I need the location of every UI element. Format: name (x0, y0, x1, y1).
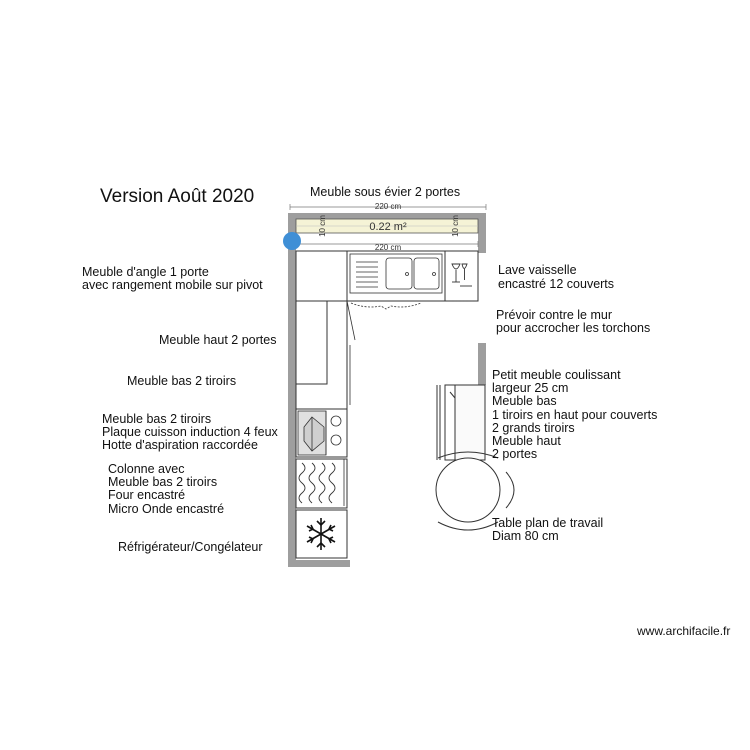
dim-left-thickness: 10 cm (318, 215, 327, 237)
page-title: Version Août 2020 (100, 186, 255, 207)
chair-right (505, 471, 515, 509)
label-dishwasher-2: encastré 12 couverts (498, 277, 615, 291)
sink-icon (349, 253, 443, 294)
label-column-2: Meuble bas 2 tiroirs (108, 475, 218, 489)
wall-right-stub (478, 343, 486, 385)
label-sliding-4: 1 tiroirs en haut pour couverts (492, 408, 658, 422)
corner-cabinet (295, 250, 348, 302)
left-cabinets (295, 250, 348, 559)
label-cooktop-3: Hotte d'aspiration raccordée (102, 438, 258, 452)
hood-icon (297, 410, 327, 456)
chair-top (437, 451, 499, 459)
label-sink-cabinet: Meuble sous évier 2 portes (310, 185, 461, 199)
door-swings-top (350, 300, 478, 310)
label-sliding-6: Meuble haut (492, 434, 561, 448)
dim-top-outer: 220 cm (375, 202, 402, 211)
label-base-drawers: Meuble bas 2 tiroirs (127, 374, 237, 388)
dim-right-thickness: 10 cm (451, 215, 460, 237)
corner-marker (283, 232, 301, 250)
induction-plate-icon (325, 411, 342, 455)
label-table-1: Table plan de travail (492, 516, 604, 530)
label-sliding-2: largeur 25 cm (492, 381, 569, 395)
dim-top-inner: 220 cm (375, 243, 402, 252)
label-corner-cabinet-1: Meuble d'angle 1 porte (82, 265, 209, 279)
wall-right-top (478, 213, 486, 253)
wall-bottom (288, 560, 350, 567)
label-table-2: Diam 80 cm (492, 529, 559, 543)
label-sliding-5: 2 grands tiroirs (492, 421, 575, 435)
wall-cabinet-left (295, 300, 328, 385)
label-column-4: Micro Onde encastré (108, 502, 225, 516)
round-table (435, 451, 515, 531)
label-sliding-3: Meuble bas (492, 394, 557, 408)
window-area: 0.22 m² (369, 221, 407, 233)
column-cabinet (295, 458, 348, 509)
dishwasher (444, 250, 479, 302)
oven-icon (298, 462, 336, 504)
door-swings-left (343, 300, 356, 506)
credit-link[interactable]: www.archifacile.fr (637, 624, 731, 638)
snowflake-icon (306, 518, 336, 550)
wall-top (288, 213, 486, 219)
wine-glass-icon (451, 263, 472, 287)
sink-cabinet (346, 250, 446, 302)
sliding-unit (436, 384, 486, 461)
label-sliding-7: 2 portes (492, 447, 538, 461)
label-column-3: Four encastré (108, 488, 186, 502)
label-dishwasher-1: Lave vaisselle (498, 263, 577, 277)
label-cooktop-2: Plaque cuisson induction 4 feux (102, 425, 278, 439)
label-towels-2: pour accrocher les torchons (496, 321, 651, 335)
cooktop-cabinet (295, 408, 348, 458)
table-top (435, 457, 501, 523)
wall-left (288, 250, 296, 567)
label-corner-cabinet-2: avec rangement mobile sur pivot (82, 278, 263, 292)
label-sliding-1: Petit meuble coulissant (492, 368, 621, 382)
top-cabinets (346, 250, 479, 302)
label-fridge: Réfrigérateur/Congélateur (118, 540, 263, 554)
label-wall-cabinet: Meuble haut 2 portes (159, 333, 277, 347)
label-towels-1: Prévoir contre le mur (496, 308, 613, 322)
label-cooktop-1: Meuble bas 2 tiroirs (102, 412, 212, 426)
fridge-cabinet (295, 509, 348, 559)
chair-bottom (437, 521, 499, 531)
label-column-1: Colonne avec (108, 462, 185, 476)
